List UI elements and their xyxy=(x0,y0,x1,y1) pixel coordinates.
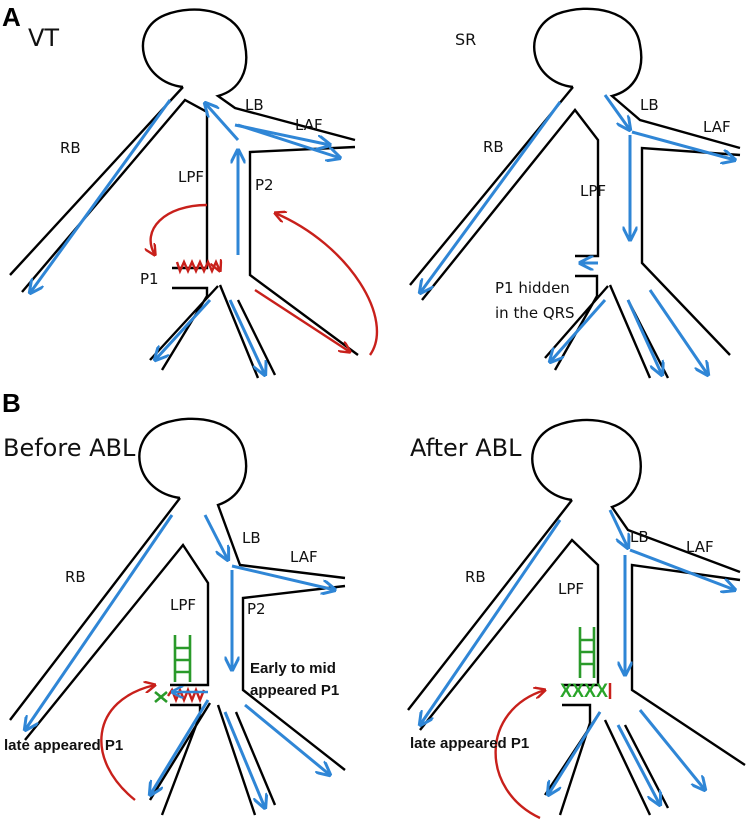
sr-branch-arrow-1 xyxy=(550,299,607,362)
sr-branch-arrow-3 xyxy=(648,289,708,375)
sr-branch-arrow-2 xyxy=(626,299,662,375)
after-ablation-ladder xyxy=(578,627,596,678)
after-lb-arrow xyxy=(608,509,628,548)
sr-his-bundle-outline xyxy=(409,7,741,379)
vt-reentry-arrow xyxy=(275,213,379,356)
before-branch-arrow-2 xyxy=(223,711,265,808)
vt-label-lb: LB xyxy=(245,96,264,114)
before-branch-arrow-1 xyxy=(150,699,210,795)
after-branch-arrow-3 xyxy=(638,709,705,790)
sr-label-laf: LAF xyxy=(703,118,731,136)
after-rb-arrow xyxy=(420,519,562,725)
after-label-laf: LAF xyxy=(686,538,714,556)
vt-entry-arrow xyxy=(151,203,208,255)
before-lb-arrow xyxy=(203,514,228,560)
vt-label-laf: LAF xyxy=(295,116,323,134)
before-late-label: late appeared P1 xyxy=(4,737,123,754)
vt-red-arrow xyxy=(254,288,350,352)
vt-lb-arrow xyxy=(205,103,240,141)
before-label-lb: LB xyxy=(242,529,261,547)
before-label-p2: P2 xyxy=(247,600,266,618)
before-his-bundle-outline xyxy=(9,417,346,816)
before-label-rb: RB xyxy=(65,568,86,586)
before-label-lpf: LPF xyxy=(170,596,196,614)
after-label-rb: RB xyxy=(465,568,486,586)
vt-rb-arrow xyxy=(30,99,172,293)
sr-label-lb: LB xyxy=(640,96,659,114)
after-label-lb: LB xyxy=(630,528,649,546)
sr-diagram: SR RB LB LAF LPF P1 hidden in the QRS xyxy=(409,7,741,379)
sr-rb-arrow xyxy=(420,101,562,293)
vt-label-lpf: LPF xyxy=(178,168,204,186)
before-rb-arrow xyxy=(25,514,174,730)
sr-laf-arrow xyxy=(631,130,735,160)
vt-label-rb: RB xyxy=(60,139,81,157)
after-label-lpf: LPF xyxy=(558,580,584,598)
sr-label-rb: RB xyxy=(483,138,504,156)
vt-label-p1: P1 xyxy=(140,270,159,288)
sr-lb-arrow xyxy=(603,94,630,130)
before-abl-diagram: Before ABL RB LB LAF LPF P2 Early to mid… xyxy=(3,417,346,816)
after-abl-diagram: After ABL XXXX RB LB LAF LPF late appear… xyxy=(407,418,746,820)
sr-note-line2: in the QRS xyxy=(495,304,575,322)
vt-zigzag-slow-conduction xyxy=(175,262,220,271)
before-ablation-ladder xyxy=(173,635,192,682)
before-early-line2: appeared P1 xyxy=(250,682,339,699)
after-branch-arrow-1 xyxy=(548,711,602,795)
sr-note-line1: P1 hidden xyxy=(495,279,570,297)
before-early-line1: Early to mid xyxy=(250,660,336,677)
sr-title: SR xyxy=(455,30,476,49)
vt-laf-arrow-b xyxy=(237,123,340,158)
before-laf-arrow xyxy=(231,564,335,590)
after-late-arrow xyxy=(494,690,545,820)
vt-branch-arrow-1 xyxy=(155,298,212,360)
vt-branch-arrow-2 xyxy=(228,299,265,375)
panel-letter-b: B xyxy=(2,388,21,418)
before-ablation-x xyxy=(154,691,168,703)
after-his-bundle-outline xyxy=(407,418,746,816)
vt-label-p2: P2 xyxy=(255,176,274,194)
after-late-label: late appeared P1 xyxy=(410,735,529,752)
vt-diagram: VT RB LB LAF LPF P2 P1 xyxy=(9,8,379,378)
before-title: Before ABL xyxy=(3,434,136,462)
after-laf-arrow xyxy=(629,548,735,590)
vt-title: VT xyxy=(28,24,59,52)
after-title: After ABL xyxy=(410,434,522,462)
before-branch-arrow-3 xyxy=(244,703,330,775)
before-label-laf: LAF xyxy=(290,548,318,566)
panel-letter-a: A xyxy=(2,2,21,32)
after-branch-arrow-2 xyxy=(616,724,660,805)
after-ablation-xs: XXXX xyxy=(560,681,608,702)
before-late-arrow xyxy=(100,685,155,801)
sr-label-lpf: LPF xyxy=(580,182,606,200)
